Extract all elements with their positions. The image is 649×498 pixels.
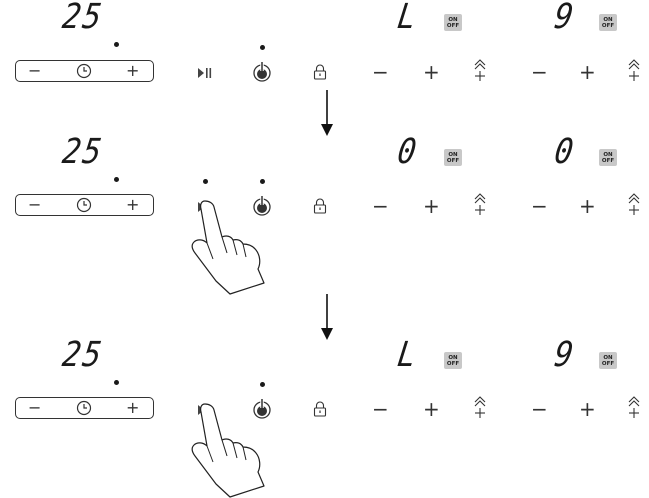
boost-icon[interactable] xyxy=(627,395,641,419)
left-zone-display: L xyxy=(395,334,421,375)
down-arrow-icon xyxy=(321,90,333,136)
boost-icon[interactable] xyxy=(627,192,641,216)
timer-minus-button[interactable]: − xyxy=(28,61,42,80)
control-panel-step-2: 25 − + 0 ON OFF − + 0 ON xyxy=(0,132,649,237)
left-zone-onoff-button[interactable]: ON OFF xyxy=(444,352,462,369)
right-zone-plus-button[interactable]: + xyxy=(579,194,596,218)
boost-icon[interactable] xyxy=(473,395,487,419)
boost-icon[interactable] xyxy=(473,192,487,216)
left-zone-minus-button[interactable]: − xyxy=(372,194,389,218)
right-zone-onoff-button[interactable]: ON OFF xyxy=(599,149,617,166)
left-zone-plus-button[interactable]: + xyxy=(423,60,440,84)
right-zone-display: 9 xyxy=(552,0,578,38)
boost-icon[interactable] xyxy=(473,58,487,82)
right-zone-onoff-button[interactable]: ON OFF xyxy=(599,352,617,369)
left-zone-display: 0 xyxy=(395,131,421,172)
pointing-hand-icon xyxy=(191,200,265,295)
power-indicator-dot xyxy=(260,179,265,184)
right-zone-minus-button[interactable]: − xyxy=(531,60,548,84)
timer-display: 25 xyxy=(60,334,106,375)
timer-plus-button[interactable]: + xyxy=(126,61,140,80)
left-zone-onoff-button[interactable]: ON OFF xyxy=(444,14,462,31)
timer-control-bar[interactable]: − + xyxy=(15,194,154,216)
clock-icon[interactable] xyxy=(76,63,92,79)
timer-minus-button[interactable]: − xyxy=(28,398,42,417)
left-zone-minus-button[interactable]: − xyxy=(372,397,389,421)
play-pause-icon[interactable] xyxy=(197,67,213,79)
lock-icon[interactable] xyxy=(313,198,327,214)
timer-display: 25 xyxy=(60,131,106,172)
control-panel-step-3: 25 − + L ON OFF − + 9 ON xyxy=(0,335,649,440)
left-zone-plus-button[interactable]: + xyxy=(423,194,440,218)
timer-decimal-dot xyxy=(114,177,119,182)
power-icon[interactable] xyxy=(251,194,273,218)
right-zone-onoff-button[interactable]: ON OFF xyxy=(599,14,617,31)
left-zone-onoff-button[interactable]: ON OFF xyxy=(444,149,462,166)
timer-control-bar[interactable]: − + xyxy=(15,60,154,82)
clock-icon[interactable] xyxy=(76,197,92,213)
control-panel-step-1: 25 − + L ON OFF − + 9 ON xyxy=(0,0,649,100)
down-arrow-icon xyxy=(321,294,333,340)
right-zone-display: 9 xyxy=(552,334,578,375)
pointing-hand-icon xyxy=(191,403,265,498)
timer-plus-button[interactable]: + xyxy=(126,195,140,214)
timer-display: 25 xyxy=(60,0,106,38)
power-indicator-dot xyxy=(260,382,265,387)
right-zone-display: 0 xyxy=(552,131,578,172)
right-zone-plus-button[interactable]: + xyxy=(579,60,596,84)
timer-decimal-dot xyxy=(114,380,119,385)
timer-control-bar[interactable]: − + xyxy=(15,397,154,419)
timer-decimal-dot xyxy=(114,42,119,47)
clock-icon[interactable] xyxy=(76,400,92,416)
lock-icon[interactable] xyxy=(313,64,327,80)
power-icon[interactable] xyxy=(251,397,273,421)
pause-indicator-dot xyxy=(203,179,208,184)
right-zone-plus-button[interactable]: + xyxy=(579,397,596,421)
left-zone-minus-button[interactable]: − xyxy=(372,60,389,84)
timer-plus-button[interactable]: + xyxy=(126,398,140,417)
left-zone-display: L xyxy=(395,0,421,38)
left-zone-plus-button[interactable]: + xyxy=(423,397,440,421)
power-icon[interactable] xyxy=(251,60,273,84)
timer-minus-button[interactable]: − xyxy=(28,195,42,214)
lock-icon[interactable] xyxy=(313,401,327,417)
right-zone-minus-button[interactable]: − xyxy=(531,194,548,218)
boost-icon[interactable] xyxy=(627,58,641,82)
power-indicator-dot xyxy=(260,45,265,50)
right-zone-minus-button[interactable]: − xyxy=(531,397,548,421)
